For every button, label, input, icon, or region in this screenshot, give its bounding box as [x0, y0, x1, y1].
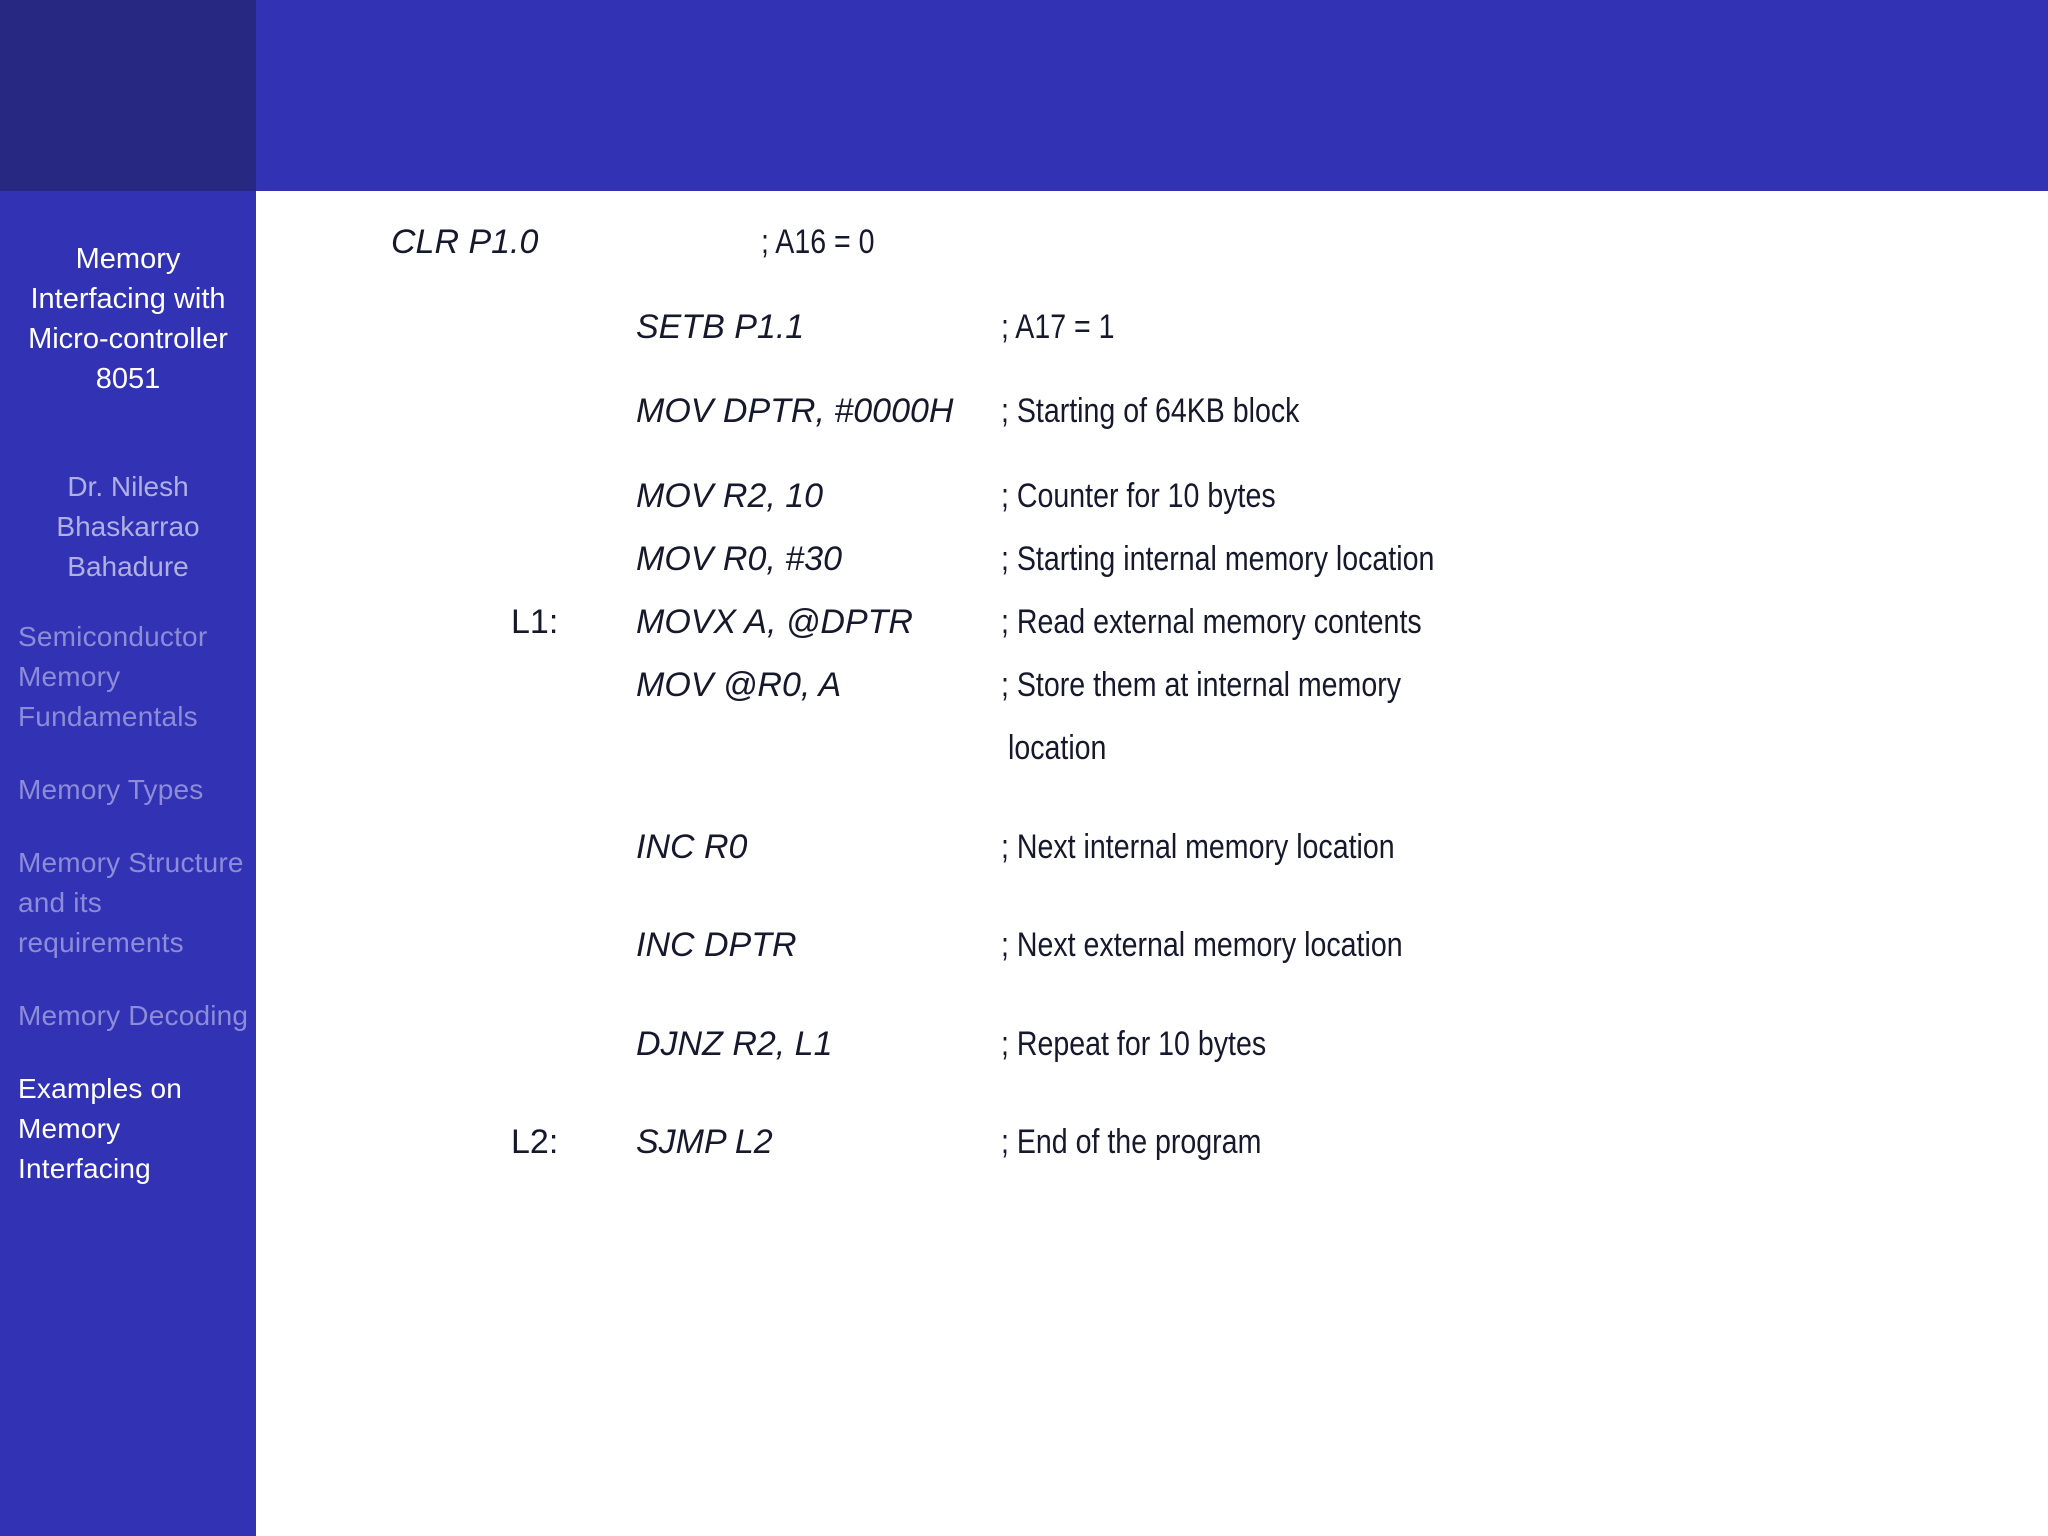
slide-header-bar: [0, 0, 2048, 191]
code-line-instruction: DJNZ R2, L1: [636, 1025, 833, 1063]
code-line-comment: ; Repeat for 10 bytes: [1001, 1025, 1267, 1063]
sidebar: Memory Interfacing with Micro-controller…: [0, 191, 256, 1536]
sidebar-item-memory-types[interactable]: Memory Types: [18, 774, 204, 805]
code-line-instruction: CLR P1.0: [391, 223, 539, 261]
sidebar-author-name: Dr. Nilesh Bhaskarrao Bahadure: [56, 471, 200, 582]
code-line-instruction: MOV @R0, A: [636, 666, 842, 704]
code-line-instruction: MOVX A, @DPTR: [636, 603, 913, 641]
code-line-instruction: SJMP L2: [636, 1123, 773, 1161]
sidebar-item-examples-on-memory-interfacing[interactable]: Examples on Memory Interfacing: [18, 1073, 183, 1184]
header-left-accent-block: [0, 0, 256, 191]
code-line-comment: ; A16 = 0: [761, 223, 875, 261]
code-line-comment: ; A17 = 1: [1001, 308, 1115, 346]
code-line-instruction: INC DPTR: [636, 926, 797, 964]
sidebar-item-memory-decoding[interactable]: Memory Decoding: [18, 1000, 249, 1031]
code-line-comment: ; Read external memory contents: [1001, 603, 1422, 641]
code-line-comment: ; Counter for 10 bytes: [1001, 477, 1276, 515]
code-line-instruction: MOV R0, #30: [636, 540, 842, 578]
code-line-comment: ; Next external memory location: [1001, 926, 1403, 964]
sidebar-item-memory-structure-and-its-requirements[interactable]: Memory Structure and its requirements: [18, 847, 244, 958]
slide-content-area: CLR P1.0 ; A16 = 0 SETB P1.1 ; A17 = 1 M…: [256, 191, 2048, 1536]
code-line-comment: location: [1008, 729, 1107, 767]
code-line-instruction: INC R0: [636, 828, 748, 866]
code-line-label: L1:: [511, 603, 559, 641]
code-line-comment: ; Starting of 64KB block: [1001, 392, 1300, 430]
code-line-instruction: SETB P1.1: [636, 308, 805, 346]
code-line-comment: ; Starting internal memory location: [1001, 540, 1435, 578]
code-line-label: L2:: [511, 1123, 559, 1161]
code-line-instruction: MOV R2, 10: [636, 477, 824, 515]
code-line-comment: ; Store them at internal memory: [1001, 666, 1401, 704]
code-line-comment: ; End of the program: [1001, 1123, 1262, 1161]
code-line-instruction: MOV DPTR, #0000H: [636, 392, 954, 430]
sidebar-deck-title: Memory Interfacing with Micro-controller…: [28, 243, 228, 395]
code-line-comment: ; Next internal memory location: [1001, 828, 1395, 866]
sidebar-item-semiconductor-memory-fundamentals[interactable]: Semiconductor Memory Fundamentals: [18, 621, 208, 732]
sidebar-outline-nav: Semiconductor Memory Fundamentals Memory…: [18, 617, 256, 1222]
